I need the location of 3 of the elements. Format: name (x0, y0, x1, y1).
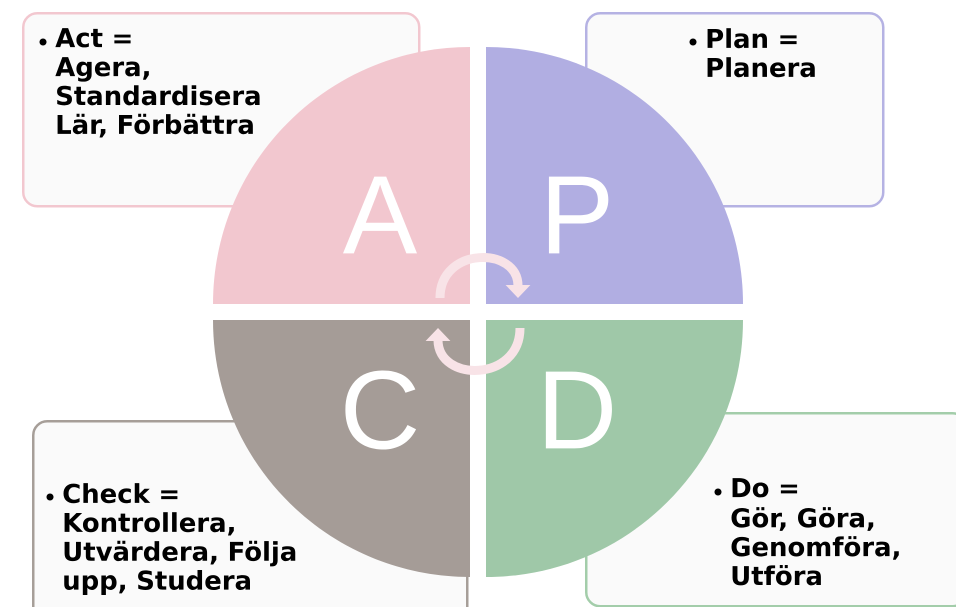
heading: Check = (64, 483, 178, 504)
heading: Plan = (708, 28, 797, 48)
heading: Act = (55, 28, 131, 48)
